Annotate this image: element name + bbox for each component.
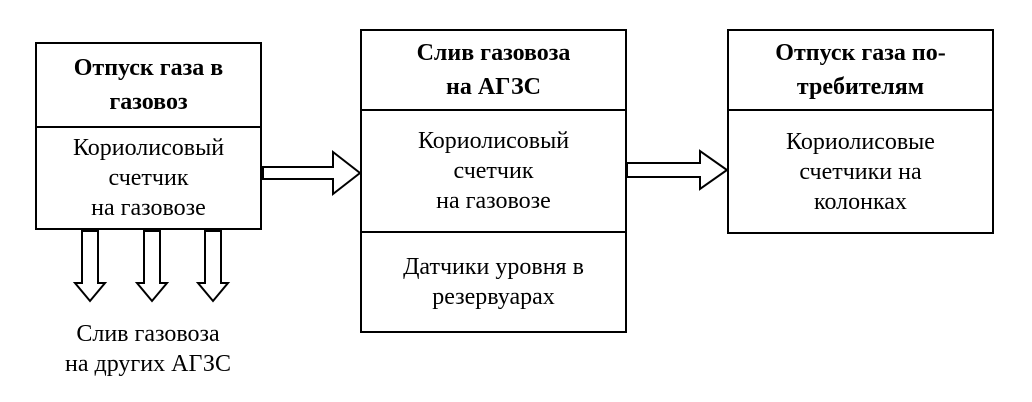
arrow-block1-to-block2 xyxy=(262,149,362,197)
block-2-title: Слив газовоза на АГЗС xyxy=(416,40,571,100)
arrow-block2-to-block3 xyxy=(626,149,729,191)
arrow-down-3 xyxy=(195,230,231,303)
label-unloading-other-stations: Слив газовоза на других АГЗС xyxy=(65,321,231,377)
block-2-section-level-sensors: Датчики уровня в резервуарах xyxy=(362,231,625,331)
block-1-title: Отпуск газа в газовоз xyxy=(73,55,224,115)
block-tanker-unloading-at-station: Слив газовоза на АГЗС Кориолисовый счетч… xyxy=(360,29,627,333)
block-gas-release-to-consumers: Отпуск газа по- требителям Кориолисовые … xyxy=(727,29,994,234)
block-3-title: Отпуск газа по- требителям xyxy=(775,40,946,100)
arrow-down-1 xyxy=(72,230,108,303)
block-3-section-coriolis-meters: Кориолисовые счетчики на колонках xyxy=(729,109,992,232)
block-gas-release-to-tanker: Отпуск газа в газовоз Кориолисовый счетч… xyxy=(35,42,262,230)
block-1-section-coriolis-meter: Кориолисовый счетчик на газовозе xyxy=(37,126,260,228)
arrow-down-2 xyxy=(134,230,170,303)
block-2-section-coriolis-meter: Кориолисовый счетчик на газовозе xyxy=(362,109,625,231)
